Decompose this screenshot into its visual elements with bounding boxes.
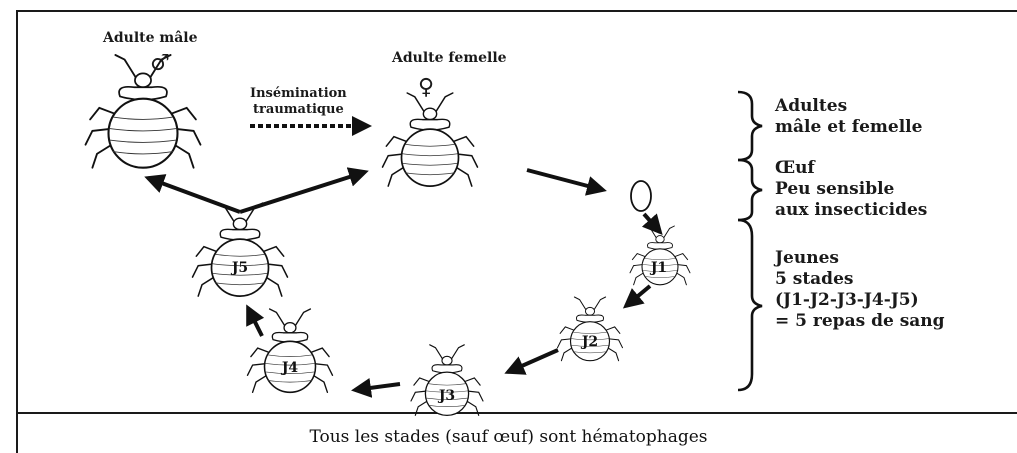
stage-label-j4: J4 [282,360,298,376]
legend-braces [738,92,762,390]
nymph-j3-bug [411,345,483,416]
stage-label-j1: J1 [651,260,667,276]
legend-young: Jeunes 5 stades (J1-J2-J3-J4-J5) = 5 rep… [775,248,945,332]
stage-label-j3: J3 [439,388,455,404]
legend-egg: Œuf Peu sensible aux insecticides [775,158,927,221]
egg-shape [631,181,651,211]
arrow-j5-to-male [148,178,240,212]
arrow-j2-to-j3 [508,350,558,372]
legend-adults: Adultes mâle et femelle [775,96,922,138]
arrow-j4-to-j5 [248,308,262,336]
arrow-j1-to-j2 [626,286,650,306]
diagram-caption: Tous les stades (sauf œuf) sont hématoph… [0,427,1017,447]
stage-label-j5: J5 [232,260,248,276]
arrow-egg-to-j1 [644,214,660,232]
adult-male-label: Adulte mâle [103,30,198,46]
nymph-j4-bug [248,309,333,392]
arrow-female-to-egg [527,170,603,190]
female-symbol-icon: ♀ [418,74,434,100]
arrow-j3-to-j4 [355,384,400,390]
male-symbol-icon: ♂ [150,50,170,76]
adult-female-label: Adulte femelle [392,50,507,66]
adult-male-bug [86,55,201,168]
insemination-label: Insémination traumatique [250,86,347,118]
stage-label-j2: J2 [582,334,598,350]
arrow-j5-to-female [240,172,365,212]
adult-female-bug [383,93,478,186]
nymph-j2-bug [558,297,623,361]
nymph-j5-bug [193,203,288,296]
